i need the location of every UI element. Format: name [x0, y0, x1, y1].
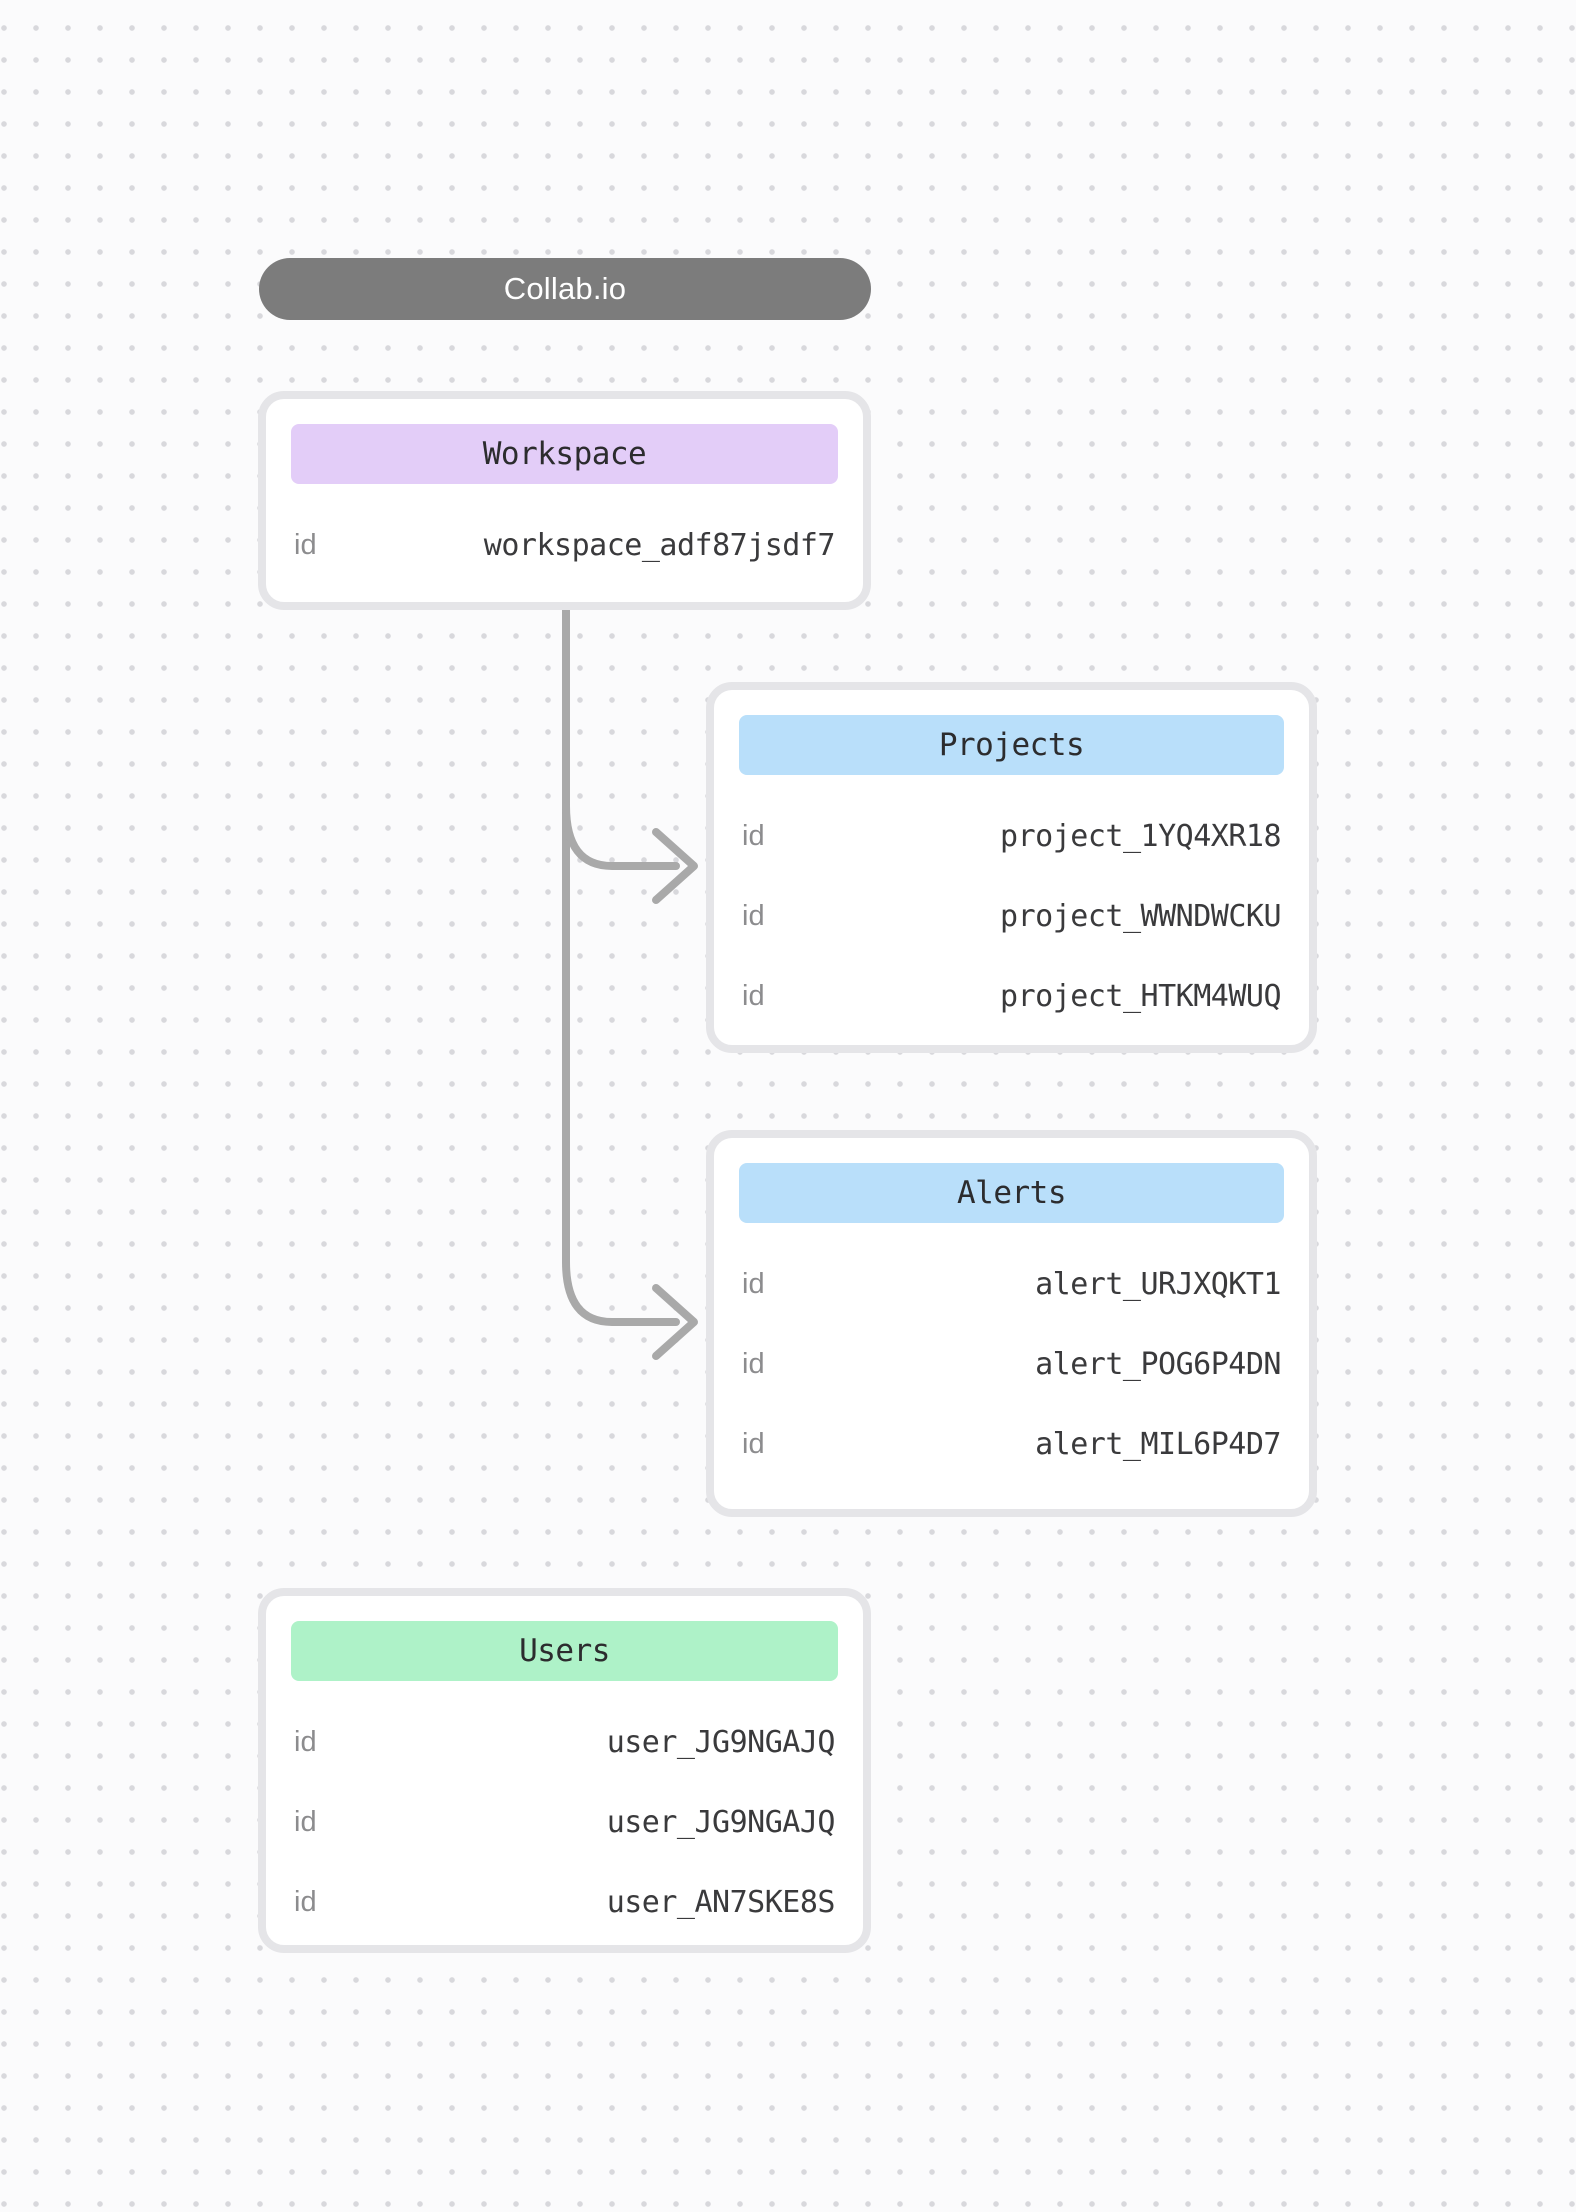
- row-key-label: id: [294, 1725, 317, 1758]
- row-value: user_AN7SKE8S: [606, 1884, 836, 1920]
- arrowhead-icon: [652, 1284, 698, 1360]
- table-row: id project_HTKM4WUQ: [739, 956, 1284, 1036]
- row-key-label: id: [742, 979, 765, 1012]
- row-key-label: id: [294, 1885, 317, 1918]
- table-header-projects: Projects: [739, 715, 1284, 775]
- table-card-workspace[interactable]: Workspace id workspace_adf87jsdf7: [258, 391, 871, 610]
- table-rows: id user_JG9NGAJQ id user_JG9NGAJQ id use…: [291, 1702, 838, 1942]
- table-row: id user_JG9NGAJQ: [291, 1702, 838, 1782]
- table-row: id alert_URJXQKT1: [739, 1244, 1284, 1324]
- table-row: id alert_MIL6P4D7: [739, 1404, 1284, 1484]
- table-rows: id project_1YQ4XR18 id project_WWNDWCKU …: [739, 796, 1284, 1036]
- connector-workspace-alerts: [562, 600, 680, 1326]
- table-row: id project_WWNDWCKU: [739, 876, 1284, 956]
- table-card-projects[interactable]: Projects id project_1YQ4XR18 id project_…: [706, 682, 1317, 1053]
- row-key-label: id: [742, 1267, 765, 1300]
- app-title: Collab.io: [503, 271, 627, 306]
- table-header-workspace: Workspace: [291, 424, 838, 484]
- table-rows: id alert_URJXQKT1 id alert_POG6P4DN id a…: [739, 1244, 1284, 1484]
- row-key-label: id: [742, 899, 765, 932]
- row-value: project_1YQ4XR18: [1000, 818, 1281, 854]
- table-row: id user_JG9NGAJQ: [291, 1782, 838, 1862]
- row-key-label: id: [742, 1427, 765, 1460]
- table-card-alerts[interactable]: Alerts id alert_URJXQKT1 id alert_POG6P4…: [706, 1130, 1317, 1517]
- row-key-label: id: [294, 528, 317, 561]
- app-title-pill[interactable]: Collab.io: [259, 258, 871, 320]
- row-value: user_JG9NGAJQ: [606, 1724, 836, 1760]
- row-key-label: id: [742, 1347, 765, 1380]
- row-key-label: id: [294, 1805, 317, 1838]
- table-header-users: Users: [291, 1621, 838, 1681]
- row-key-label: id: [742, 819, 765, 852]
- table-rows: id workspace_adf87jsdf7: [291, 505, 838, 585]
- table-row: id workspace_adf87jsdf7: [291, 505, 838, 585]
- table-row: id alert_POG6P4DN: [739, 1324, 1284, 1404]
- table-row: id project_1YQ4XR18: [739, 796, 1284, 876]
- row-value: alert_MIL6P4D7: [1035, 1426, 1281, 1462]
- table-header-alerts: Alerts: [739, 1163, 1284, 1223]
- table-row: id user_AN7SKE8S: [291, 1862, 838, 1942]
- row-value: alert_POG6P4DN: [1035, 1346, 1281, 1382]
- row-value: workspace_adf87jsdf7: [483, 527, 836, 563]
- row-value: project_WWNDWCKU: [1000, 898, 1281, 934]
- table-card-users[interactable]: Users id user_JG9NGAJQ id user_JG9NGAJQ …: [258, 1588, 871, 1953]
- connector-workspace-projects: [562, 802, 680, 870]
- arrowhead-icon: [652, 828, 698, 904]
- row-value: alert_URJXQKT1: [1035, 1266, 1281, 1302]
- row-value: user_JG9NGAJQ: [606, 1804, 836, 1840]
- row-value: project_HTKM4WUQ: [1000, 978, 1281, 1014]
